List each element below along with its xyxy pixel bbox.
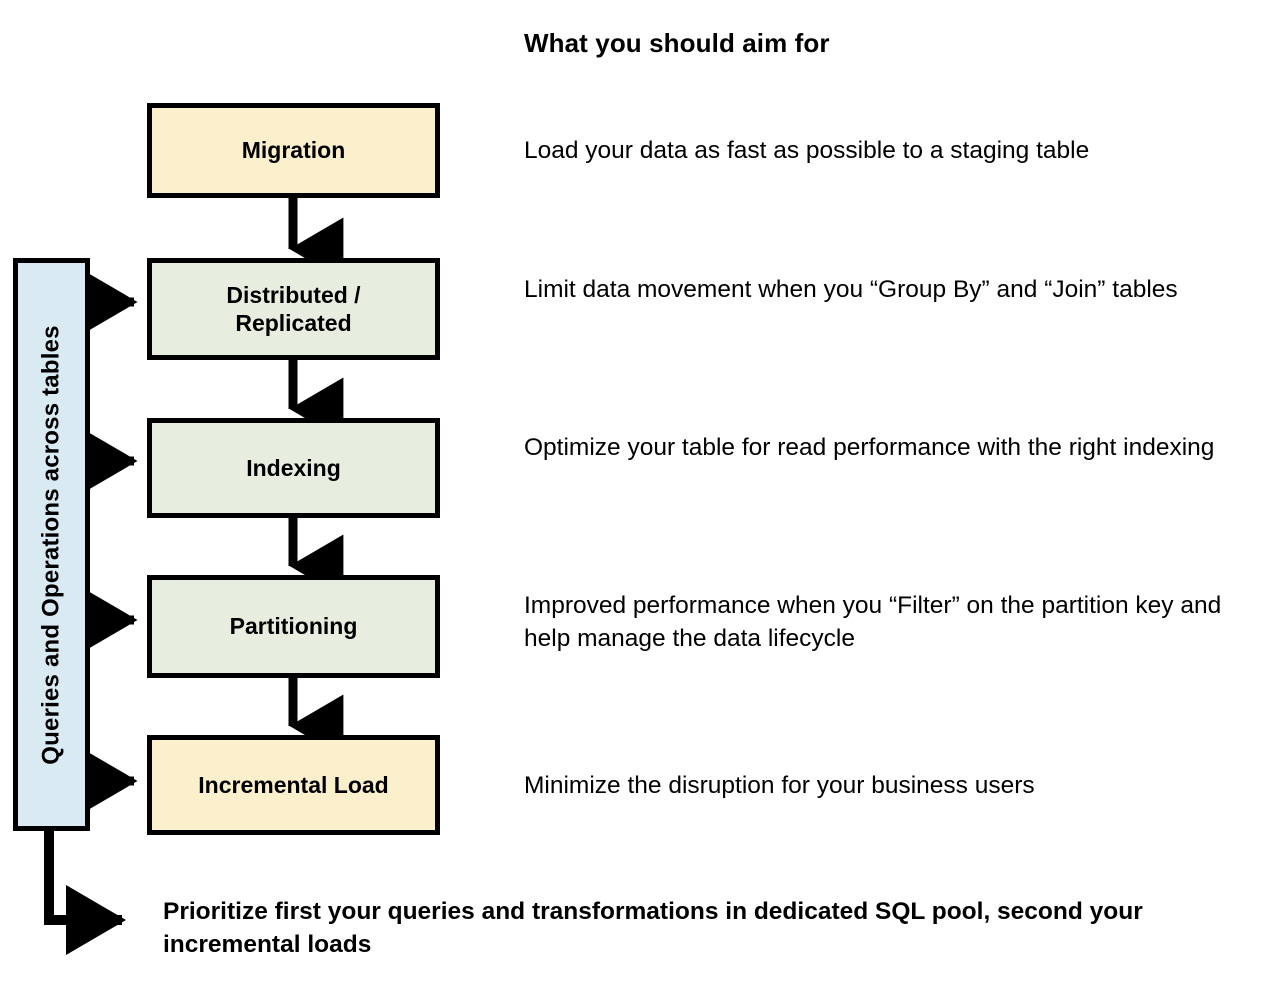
description-migration: Load your data as fast as possible to a …: [524, 137, 1090, 164]
stage-label-indexing: Indexing: [246, 454, 341, 481]
stage-box-indexing[interactable]: Indexing: [147, 418, 440, 518]
stage-label-migration: Migration: [241, 137, 346, 164]
stage-box-partitioning[interactable]: Partitioning: [147, 575, 440, 678]
stage-label-distributed-replicated: Distributed / Replicated: [220, 281, 366, 337]
page-title: What you should aim for: [524, 28, 830, 58]
description-partitioning: Improved performance when you “Filter” o…: [524, 592, 1222, 652]
stage-label-line-1: Distributed /: [226, 281, 361, 308]
stage-label-partitioning: Partitioning: [229, 613, 358, 640]
stage-label-incremental-load: Incremental Load: [198, 771, 389, 798]
stage-box-distributed-replicated[interactable]: Distributed / Replicated: [147, 258, 440, 360]
stage-box-incremental-load[interactable]: Incremental Load: [147, 735, 440, 835]
stage-label-line-2: Replicated: [235, 310, 352, 336]
arrow-sidebar-to-footer: [44, 831, 127, 955]
stage-box-migration[interactable]: Migration: [147, 103, 440, 198]
description-indexing: Optimize your table for read performance…: [524, 434, 1215, 461]
sidebar-queries-operations: Queries and Operations across tables: [13, 258, 90, 831]
description-incremental-load: Minimize the disruption for your busines…: [524, 772, 1035, 799]
sidebar-label: Queries and Operations across tables: [37, 324, 65, 765]
description-distributed-replicated: Limit data movement when you “Group By” …: [524, 276, 1178, 303]
footer-note: Prioritize first your queries and transf…: [163, 898, 1143, 958]
